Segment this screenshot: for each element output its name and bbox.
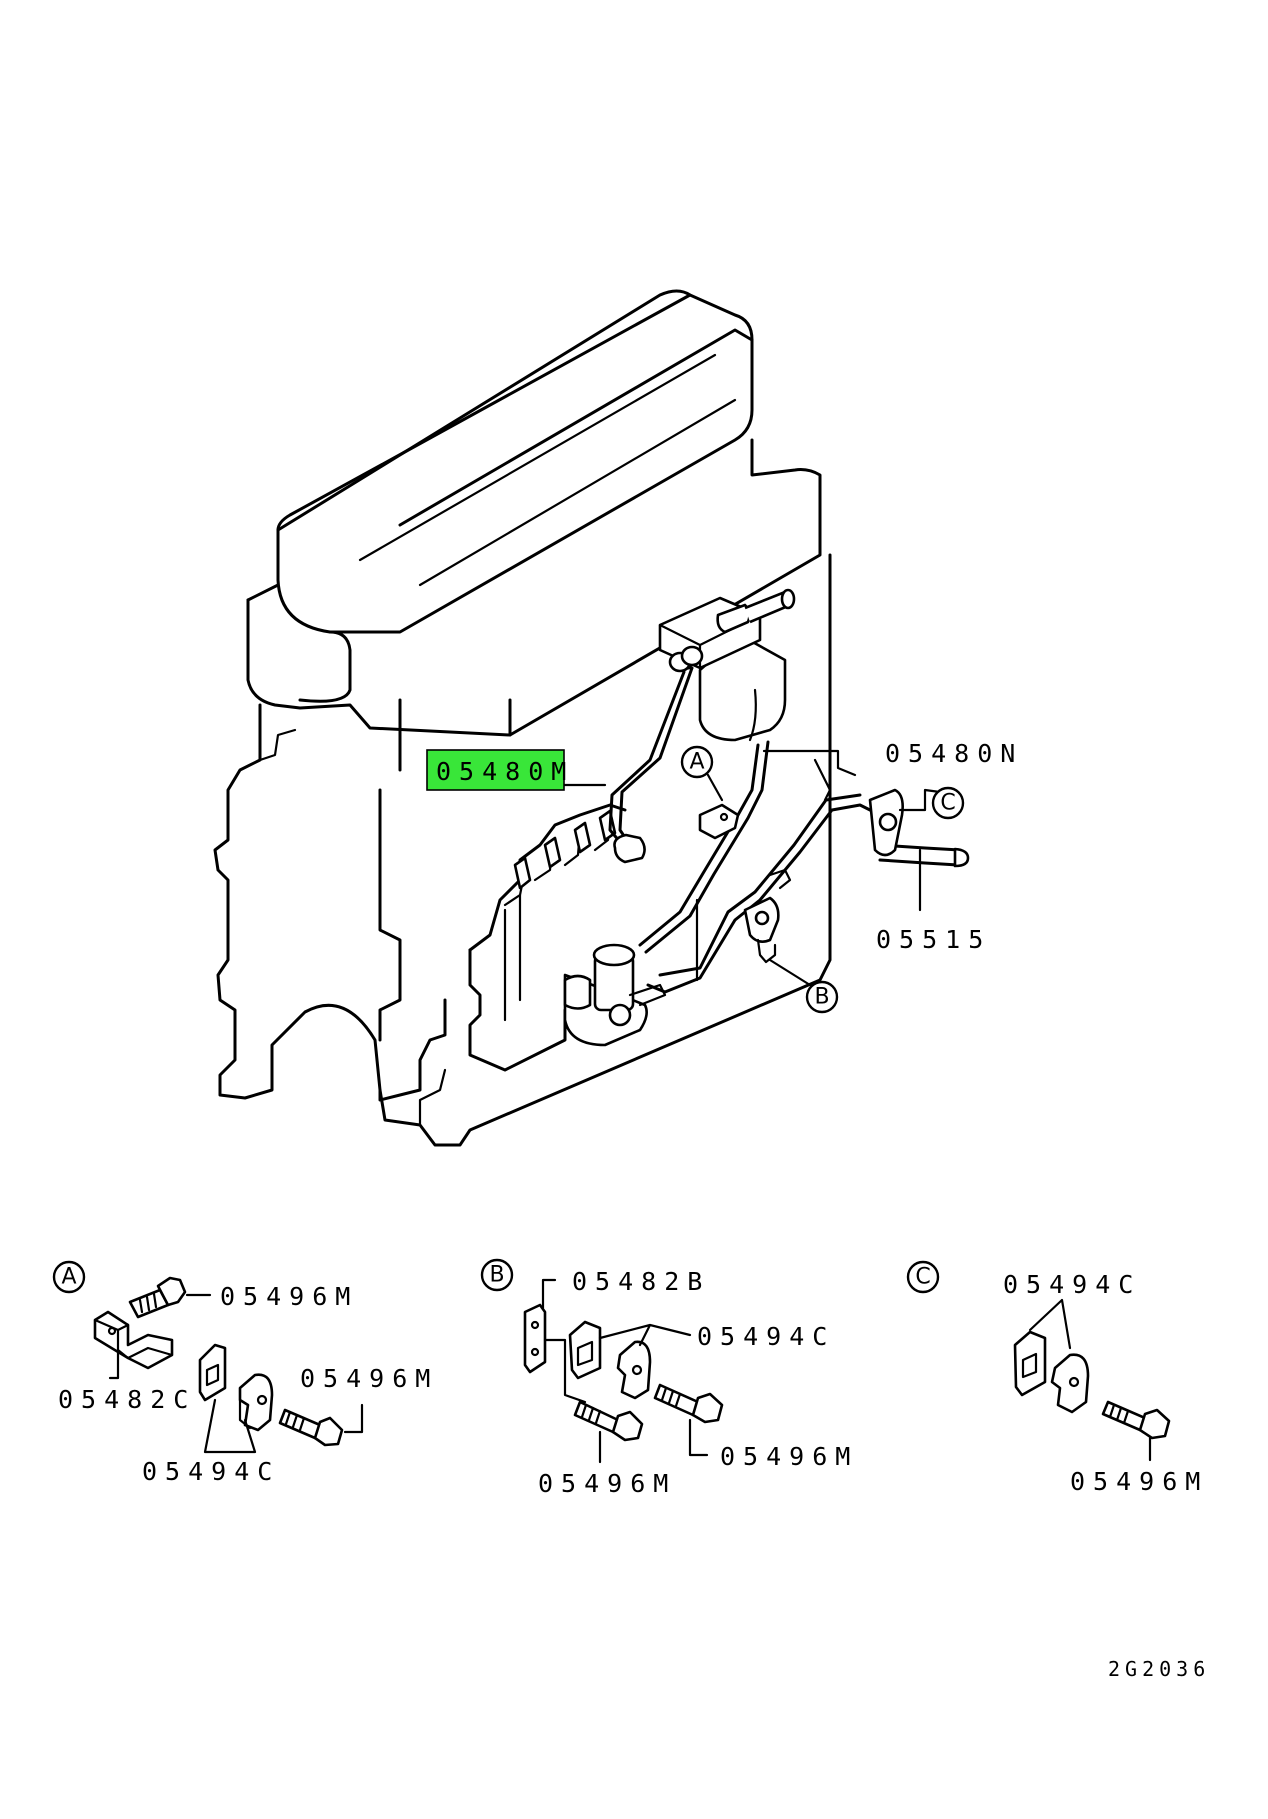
highlight-box [426,749,565,791]
svg-text:A: A [61,1265,76,1290]
drawing-code: 2G2036 [1108,1657,1210,1681]
bolt-icon [653,1383,724,1424]
svg-text:B: B [489,1263,504,1288]
detail-a: A 05496M 05482C 05494C [52,1260,438,1486]
marker-c-main[interactable]: C [931,786,965,820]
marker-b-detail: B [480,1258,514,1292]
callout-05480M[interactable]: 05480M [426,749,574,791]
marker-b-letter: B [814,985,829,1010]
marker-a-main[interactable]: A [680,745,714,779]
callout-label-05482B[interactable]: 05482B [572,1267,710,1296]
svg-text:C: C [915,1265,930,1290]
detail-b: B 05482B 05494C 05496M [480,1258,858,1498]
marker-a-detail: A [52,1260,86,1294]
marker-b-main[interactable]: B [805,980,839,1014]
bracket-icon [523,1303,547,1374]
detail-c: C 05494C 05496M [906,1260,1208,1496]
callout-label-05494C-c[interactable]: 05494C [1003,1270,1141,1299]
clamp-icon [1013,1330,1090,1414]
marker-c-detail: C [906,1260,940,1294]
bolt-icon [128,1276,187,1319]
engine-drawing [213,289,970,1147]
bolt-icon [1101,1400,1171,1440]
callout-label-05482C[interactable]: 05482C [58,1385,196,1414]
callout-label-05496M-b-right[interactable]: 05496M [720,1442,858,1471]
leader-lines [561,749,942,987]
callout-label-05494C-a[interactable]: 05494C [142,1457,280,1486]
callout-label-05480M: 05480M [436,757,574,786]
bolt-icon [573,1400,644,1442]
bracket-icon [93,1310,174,1370]
callout-label-05496M-b-bottom[interactable]: 05496M [538,1469,676,1498]
callout-label-05480N[interactable]: 05480N [885,739,1023,768]
callout-label-05496M-a-side[interactable]: 05496M [300,1364,438,1393]
marker-c-letter: C [940,791,955,816]
callout-label-05496M-c[interactable]: 05496M [1070,1467,1208,1496]
clamp-icon [198,1343,274,1432]
bolt-icon [278,1408,344,1447]
marker-a-letter: A [689,750,704,775]
callout-label-05494C-b[interactable]: 05494C [697,1322,835,1351]
callout-label-05496M-a-top[interactable]: 05496M [220,1282,358,1311]
callout-label-05515[interactable]: 05515 [876,925,991,954]
clamp-icon [568,1320,652,1400]
